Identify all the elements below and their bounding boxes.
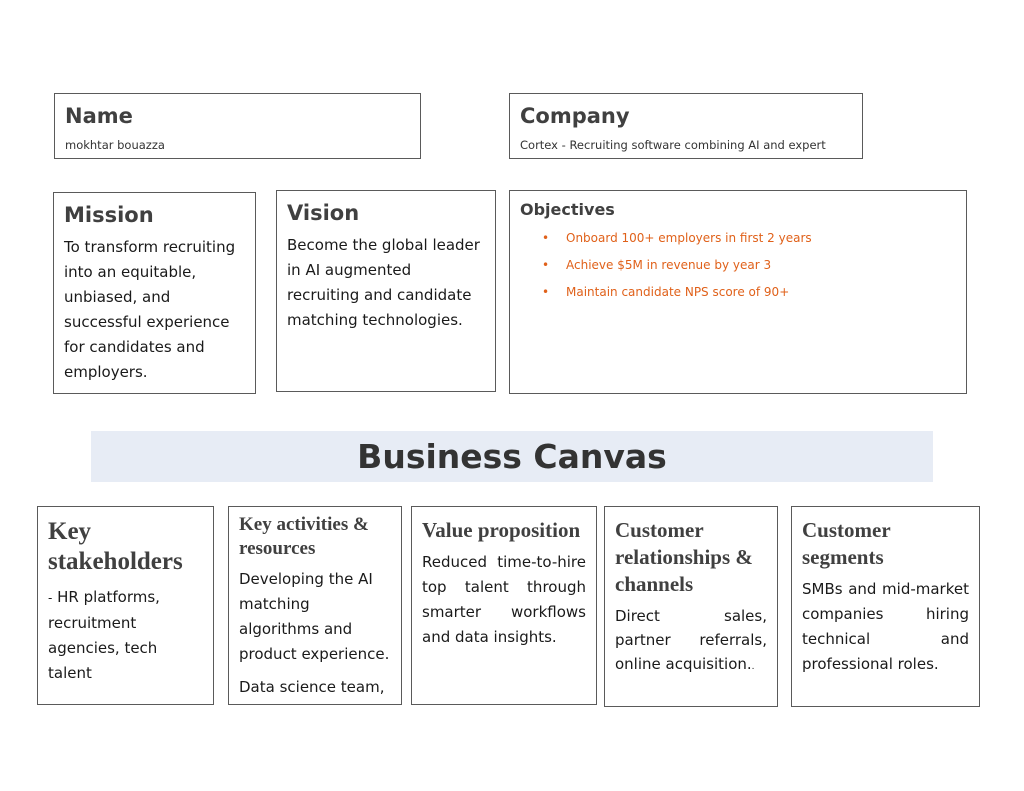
company-title: Company [520, 104, 630, 128]
bullet-icon: • [542, 258, 550, 272]
objectives-list: • Onboard 100+ employers in first 2 year… [520, 225, 956, 306]
business-canvas-banner: Business Canvas [91, 431, 933, 482]
customer-segments-title: Customer segments [802, 518, 891, 569]
objective-item: • Achieve $5M in revenue by year 3 [542, 252, 956, 279]
bullet-icon: • [542, 231, 550, 245]
bullet-icon: • [542, 285, 550, 299]
value-proposition-box: Value proposition Reduced time-to-hire t… [411, 506, 597, 705]
key-activities-text-2: Data science team, [239, 678, 385, 696]
objective-text: Maintain candidate NPS score of 90+ [566, 285, 790, 299]
vision-box: Vision Become the global leader in AI au… [276, 190, 496, 392]
vision-text: Become the global leader in AI augmented… [287, 236, 480, 329]
dash-marker: - [48, 591, 53, 605]
key-stakeholders-body: HR platforms, recruitment agencies, tech… [48, 588, 160, 682]
mission-text: To transform recruiting into an equitabl… [64, 238, 236, 381]
customer-relationships-box: Customer relationships & channels Direct… [604, 506, 778, 707]
value-proposition-text: Reduced time-to-hire top talent through … [422, 553, 586, 646]
objective-text: Onboard 100+ employers in first 2 years [566, 231, 812, 245]
objectives-box: Objectives • Onboard 100+ employers in f… [509, 190, 967, 394]
objective-item: • Maintain candidate NPS score of 90+ [542, 279, 956, 306]
mission-box: Mission To transform recruiting into an … [53, 192, 256, 394]
objective-text: Achieve $5M in revenue by year 3 [566, 258, 772, 272]
key-activities-box: Key activities & resources Developing th… [228, 506, 402, 705]
company-value: Cortex - Recruiting software combining A… [520, 138, 826, 152]
key-stakeholders-box: Key stakeholders - HR platforms, recruit… [37, 506, 214, 705]
name-title: Name [65, 104, 133, 128]
objective-item: • Onboard 100+ employers in first 2 year… [542, 225, 956, 252]
key-stakeholders-title: Key stakeholders [48, 518, 183, 575]
trailing-dot: . [751, 662, 755, 672]
customer-relationships-body: Direct sales, partner referrals, online … [615, 607, 767, 673]
customer-relationships-text: Direct sales, partner referrals, online … [615, 604, 767, 679]
name-value: mokhtar bouazza [65, 138, 165, 152]
customer-relationships-title: Customer relationships & channels [615, 518, 753, 596]
objectives-title: Objectives [520, 200, 615, 219]
key-stakeholders-text: - HR platforms, recruitment agencies, te… [48, 585, 203, 686]
vision-title: Vision [287, 201, 360, 225]
customer-segments-text: SMBs and mid-market companies hiring tec… [802, 580, 969, 673]
key-activities-text: Developing the AI matching algorithms an… [239, 570, 390, 663]
business-canvas-title: Business Canvas [357, 437, 667, 476]
name-box: Name mokhtar bouazza [54, 93, 421, 159]
value-proposition-title: Value proposition [422, 518, 581, 542]
company-box: Company Cortex - Recruiting software com… [509, 93, 863, 159]
customer-segments-box: Customer segments SMBs and mid-market co… [791, 506, 980, 707]
mission-title: Mission [64, 203, 154, 227]
key-activities-title: Key activities & resources [239, 514, 369, 559]
